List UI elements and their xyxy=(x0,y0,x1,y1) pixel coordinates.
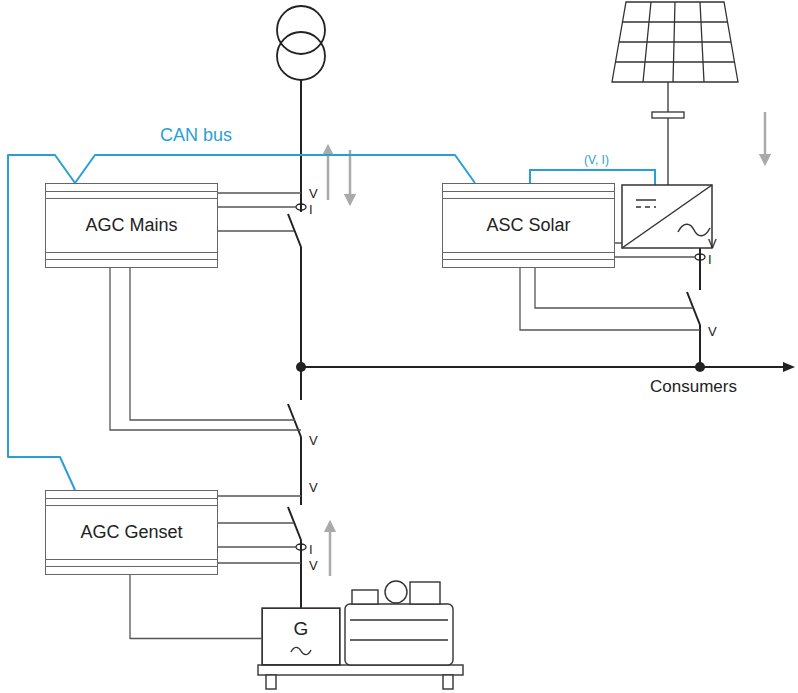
inverter-symbol-part xyxy=(636,199,656,201)
signal-name: I xyxy=(309,203,313,216)
solar-panel-part xyxy=(612,2,738,82)
transformer-symbol xyxy=(277,6,325,80)
generator-symbol: G xyxy=(262,608,340,665)
control-wire-part xyxy=(218,206,296,207)
control-wire-part xyxy=(535,268,693,308)
control-wire-part xyxy=(615,256,695,257)
power-line xyxy=(288,80,783,608)
power-line-part xyxy=(300,247,302,400)
transformer-symbol-part xyxy=(277,6,325,54)
transformer-symbol-part xyxy=(277,32,325,80)
inverter-symbol-part xyxy=(622,185,712,248)
solar-panel xyxy=(612,2,738,185)
signal-name: V xyxy=(309,187,318,200)
control-wire-part xyxy=(218,522,294,523)
current-transformer-part xyxy=(695,254,705,260)
can-bus-line xyxy=(75,155,475,183)
genset-engine xyxy=(258,581,463,689)
signal-name: I xyxy=(708,253,712,266)
panel-stripe xyxy=(46,259,217,260)
control-wire-part xyxy=(218,230,294,231)
bus-junction xyxy=(296,362,306,372)
device-name: ASC Solar xyxy=(486,215,570,236)
solar-panel-part xyxy=(652,112,684,118)
power-line-part xyxy=(301,366,783,368)
generator-letter: G xyxy=(294,618,309,640)
inverter-symbol-part xyxy=(636,206,656,208)
inverter-symbol xyxy=(622,185,712,248)
genset-engine-part xyxy=(266,675,276,689)
control-wire-part xyxy=(218,495,301,496)
signal-name: V xyxy=(708,325,717,338)
genset-engine-part xyxy=(443,675,453,689)
genset-engine-part xyxy=(385,581,407,603)
signal-name: V xyxy=(309,434,318,447)
bus-junction xyxy=(695,362,705,372)
panel-stripe xyxy=(443,198,614,199)
signal-name: V xyxy=(309,481,318,494)
power-line-part xyxy=(300,80,302,212)
control-wire-part xyxy=(218,562,301,563)
inverter-symbol-part xyxy=(678,224,710,236)
signal-name: I xyxy=(309,543,313,556)
control-wire-part xyxy=(110,268,301,430)
solar-panel-part xyxy=(615,22,735,62)
power-flow-arrow-part xyxy=(764,112,767,160)
device-name: AGC Mains xyxy=(85,215,177,236)
panel-stripe xyxy=(443,252,614,253)
power-flow-arrow-part xyxy=(329,526,332,576)
genset-engine-part xyxy=(352,590,378,604)
control-wire-part xyxy=(218,546,296,547)
panel-stripe xyxy=(443,191,614,192)
current-transformer-part xyxy=(296,204,306,210)
device-name: AGC Genset xyxy=(80,522,182,543)
panel-stripe xyxy=(46,252,217,253)
panel-stripe xyxy=(46,505,217,506)
control-wire-part xyxy=(218,192,301,193)
inverter-symbol-part xyxy=(622,185,712,248)
power-line-part xyxy=(300,437,302,505)
power-flow-arrow-part xyxy=(327,150,330,200)
bus-name: CAN bus xyxy=(160,126,232,144)
signal-name: V xyxy=(708,237,717,250)
solar-panel-part xyxy=(667,118,668,185)
genset-engine-part xyxy=(258,665,463,675)
control-wire-part xyxy=(130,268,295,420)
power-flow-arrow-part xyxy=(349,150,352,200)
power-line-part xyxy=(699,325,701,367)
bus-arrowhead xyxy=(783,362,795,372)
controller-box: ASC Solar xyxy=(442,183,615,268)
genset-engine-part xyxy=(350,620,448,640)
controller-box: AGC Genset xyxy=(45,490,218,575)
genset-engine-part xyxy=(345,604,453,665)
panel-stripe xyxy=(46,498,217,499)
signal-name: V xyxy=(309,559,318,572)
control-wire-part xyxy=(520,268,700,330)
controller-box: AGC Mains xyxy=(45,183,218,268)
panel-stripe xyxy=(46,566,217,567)
solar-panel-part xyxy=(667,82,668,112)
genset-engine-part xyxy=(410,582,440,604)
control-wire xyxy=(130,575,262,639)
generator-tilde xyxy=(291,647,311,654)
panel-stripe xyxy=(46,559,217,560)
panel-stripe xyxy=(46,191,217,192)
panel-stripe xyxy=(46,198,217,199)
power-flow-arrow xyxy=(328,112,765,576)
current-transformer-part xyxy=(296,544,306,550)
signal-name: (V, I) xyxy=(584,154,609,166)
bus-label: Consumers xyxy=(650,378,737,395)
genset-engine-part xyxy=(262,608,340,665)
panel-stripe xyxy=(443,259,614,260)
